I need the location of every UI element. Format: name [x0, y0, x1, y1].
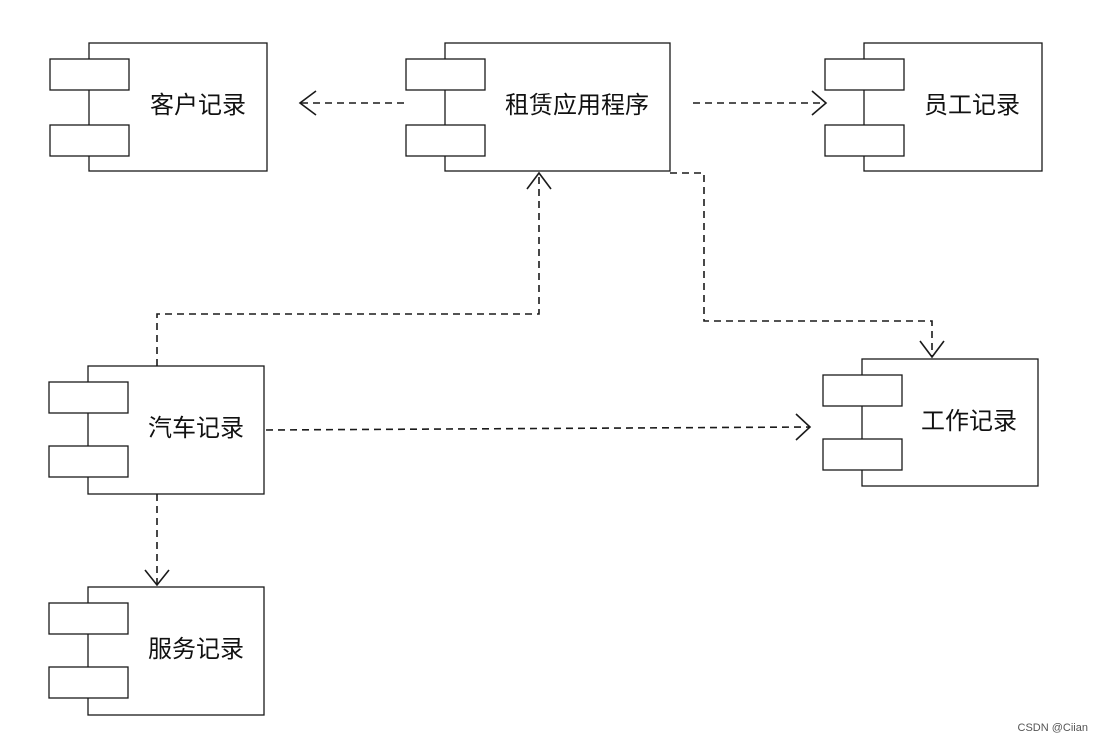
- component-tab-lower: [405, 124, 486, 157]
- component-tab-upper: [822, 374, 903, 407]
- component-tab-upper: [48, 381, 129, 414]
- dependency-rental-to-work: [670, 172, 945, 359]
- component-rental-application: 租赁应用程序: [405, 42, 671, 172]
- arrow-head: [919, 340, 945, 359]
- dependency-rental-to-employee: [693, 90, 828, 116]
- component-label: 汽车记录: [148, 414, 244, 442]
- component-service-records: 服务记录: [48, 586, 265, 716]
- component-work-records: 工作记录: [822, 358, 1039, 487]
- arrow-head: [526, 171, 552, 190]
- component-tab-lower: [824, 124, 905, 157]
- component-tab-lower: [48, 445, 129, 478]
- dependency-line: [670, 172, 933, 357]
- dependency-rental-to-customer: [298, 90, 404, 116]
- component-tab-upper: [48, 602, 129, 635]
- arrow-head: [811, 90, 828, 116]
- component-tab-lower: [822, 438, 903, 471]
- component-tab-lower: [48, 666, 129, 699]
- component-label: 客户记录: [150, 91, 246, 119]
- dependency-car-to-service: [144, 494, 170, 587]
- dependency-car-to-rental: [156, 171, 552, 366]
- component-tab-lower: [49, 124, 130, 157]
- component-customer-records: 客户记录: [49, 42, 268, 172]
- dependency-line: [265, 426, 811, 431]
- arrow-head: [795, 413, 812, 441]
- dependency-line: [156, 173, 540, 366]
- dependency-car-to-work: [265, 413, 812, 441]
- arrow-head: [298, 90, 317, 116]
- component-label: 服务记录: [148, 635, 244, 663]
- component-tab-upper: [824, 58, 905, 91]
- component-employee-records: 员工记录: [824, 42, 1043, 172]
- component-car-records: 汽车记录: [48, 365, 265, 495]
- component-tab-upper: [405, 58, 486, 91]
- component-tab-upper: [49, 58, 130, 91]
- component-label: 工作记录: [921, 407, 1017, 435]
- component-label: 员工记录: [924, 91, 1020, 119]
- component-label: 租赁应用程序: [505, 91, 649, 119]
- watermark-text: CSDN @Ciian: [1017, 722, 1088, 734]
- arrow-head: [144, 569, 170, 587]
